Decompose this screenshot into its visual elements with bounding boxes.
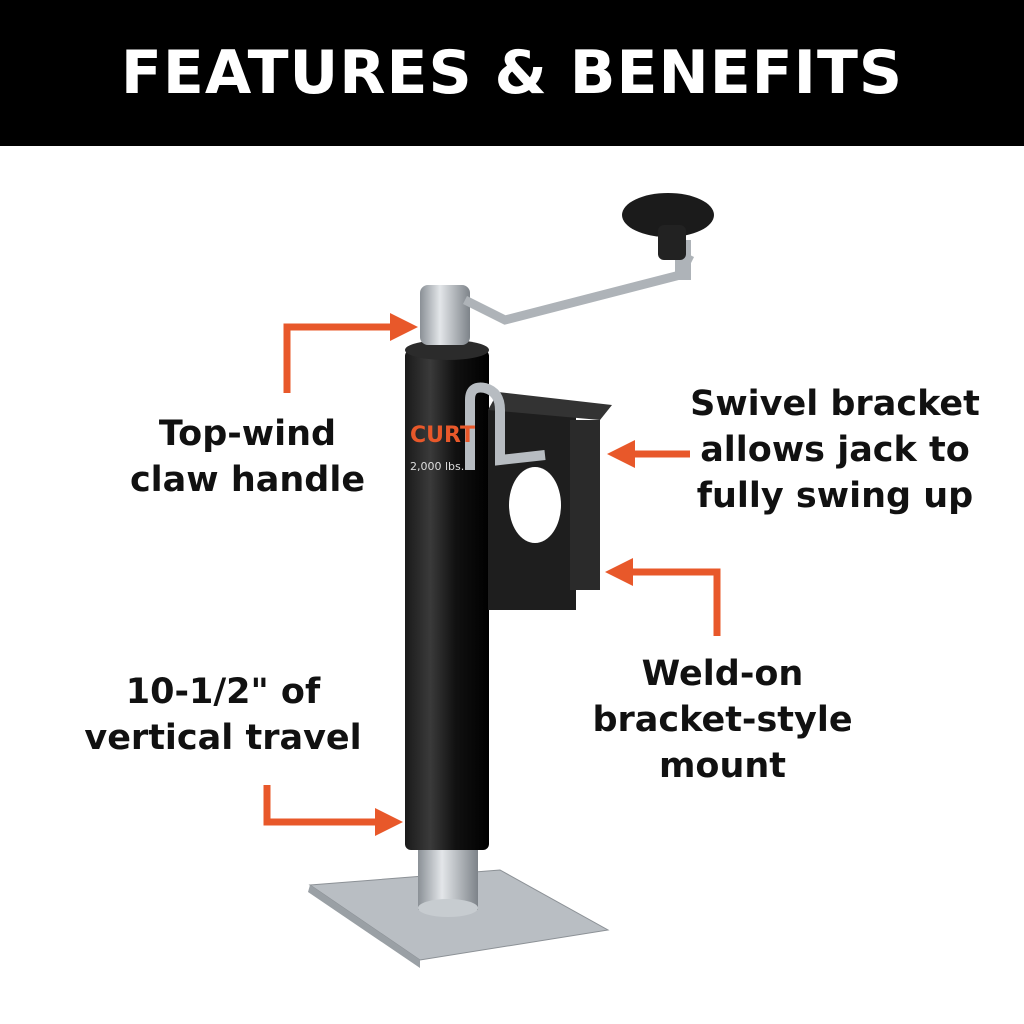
arrow-travel-line [263, 785, 375, 826]
callout-swivel: Swivel bracket allows jack to fully swin… [690, 384, 980, 516]
brand-logo: CURT [410, 423, 475, 448]
outer-tube [405, 350, 489, 850]
header-banner: FEATURES & BENEFITS [0, 0, 1024, 146]
claw-handle [420, 285, 470, 345]
callout-top-wind: Top-wind claw handle [129, 414, 366, 500]
callout-travel: 10-1/2" of vertical travel [84, 672, 362, 758]
page-title: FEATURES & BENEFITS [120, 38, 904, 108]
arrow-top-wind-line [283, 323, 390, 393]
arrow-top-wind-head [390, 313, 418, 341]
callout-weld-on: Weld-on bracket-style mount [592, 654, 853, 786]
handle-knob [622, 193, 714, 237]
arrow-travel-head [375, 808, 403, 836]
arrow-weld-on-head [605, 558, 633, 586]
arrow-weld-on-line [633, 568, 721, 636]
arrow-swivel-head [607, 440, 635, 468]
capacity-label: 2,000 lbs. [410, 460, 464, 473]
